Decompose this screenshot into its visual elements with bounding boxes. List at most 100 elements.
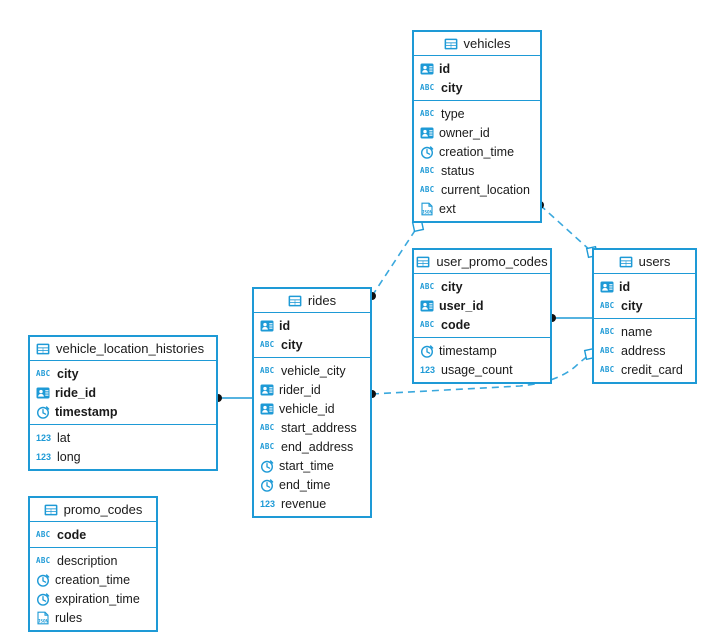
column-row[interactable]: ABC code [30,525,156,544]
column-row[interactable]: ABC code [414,315,550,334]
column-name: owner_id [439,125,490,140]
table-header-users[interactable]: users [594,250,695,274]
string-icon: ABC [600,364,615,374]
table-title: rides [307,293,337,308]
column-row[interactable]: id [254,316,370,335]
svg-text:JSON: JSON [38,618,49,624]
column-row[interactable]: ABC status [414,161,540,180]
column-row[interactable]: 123 usage_count [414,360,550,379]
column-row[interactable]: creation_time [414,142,540,161]
column-row[interactable]: JSON rules [30,608,156,627]
column-row[interactable]: ABC city [594,296,695,315]
column-row[interactable]: expiration_time [30,589,156,608]
table-header-vehicles[interactable]: vehicles [414,32,540,56]
column-name: type [441,106,465,121]
string-icon: ABC [420,319,435,329]
uuid-icon [420,299,434,313]
columns-section: timestamp 123 usage_count [414,338,550,382]
table-header-promo_codes[interactable]: promo_codes [30,498,156,522]
table-header-rides[interactable]: rides [254,289,370,313]
column-row[interactable]: id [594,277,695,296]
table-icon [36,342,50,356]
column-name: creation_time [439,144,515,159]
table-header-user_promo_codes[interactable]: user_promo_codes [414,250,550,274]
column-row[interactable]: 123 revenue [254,494,370,513]
column-name: start_time [279,458,334,473]
uuid-icon [260,402,274,416]
column-name: city [621,298,643,313]
table-icon [416,255,430,269]
column-name: user_id [439,298,484,313]
string-icon: ABC [36,529,51,539]
column-name: rules [55,610,83,625]
column-name: revenue [281,496,327,511]
number-icon: 123 [260,498,276,509]
json-icon: JSON [36,611,50,625]
column-row[interactable]: JSON ext [414,199,540,218]
column-name: city [441,80,463,95]
string-icon: ABC [36,368,51,378]
column-name: code [441,317,471,332]
column-name: status [441,163,475,178]
column-name: long [57,449,81,464]
column-row[interactable]: timestamp [414,341,550,360]
table-title: vehicle_location_histories [56,341,205,356]
column-row[interactable]: rider_id [254,380,370,399]
column-name: usage_count [441,362,513,377]
column-row[interactable]: user_id [414,296,550,315]
string-icon: ABC [420,165,435,175]
number-icon: 123 [420,364,436,375]
json-icon: JSON [420,202,434,216]
column-name: description [57,553,118,568]
column-row[interactable]: end_time [254,475,370,494]
uuid-icon [420,126,434,140]
column-row[interactable]: ABC start_address [254,418,370,437]
table-title: users [638,254,671,269]
column-name: ride_id [55,385,96,400]
column-row[interactable]: owner_id [414,123,540,142]
column-name: ext [439,201,456,216]
table-title: vehicles [463,36,511,51]
string-icon: ABC [600,300,615,310]
column-row[interactable]: vehicle_id [254,399,370,418]
table-header-vehicle_location_histories[interactable]: vehicle_location_histories [30,337,216,361]
string-icon: ABC [260,422,275,432]
column-name: name [621,324,653,339]
column-row[interactable]: start_time [254,456,370,475]
column-row[interactable]: id [414,59,540,78]
column-row[interactable]: creation_time [30,570,156,589]
column-name: start_address [281,420,357,435]
column-name: code [57,527,87,542]
number-icon: 123 [36,432,52,443]
column-row[interactable]: ride_id [30,383,216,402]
column-name: creation_time [55,572,131,587]
relationship-line-rel-vehicles-users [539,204,593,253]
column-row[interactable]: timestamp [30,402,216,421]
